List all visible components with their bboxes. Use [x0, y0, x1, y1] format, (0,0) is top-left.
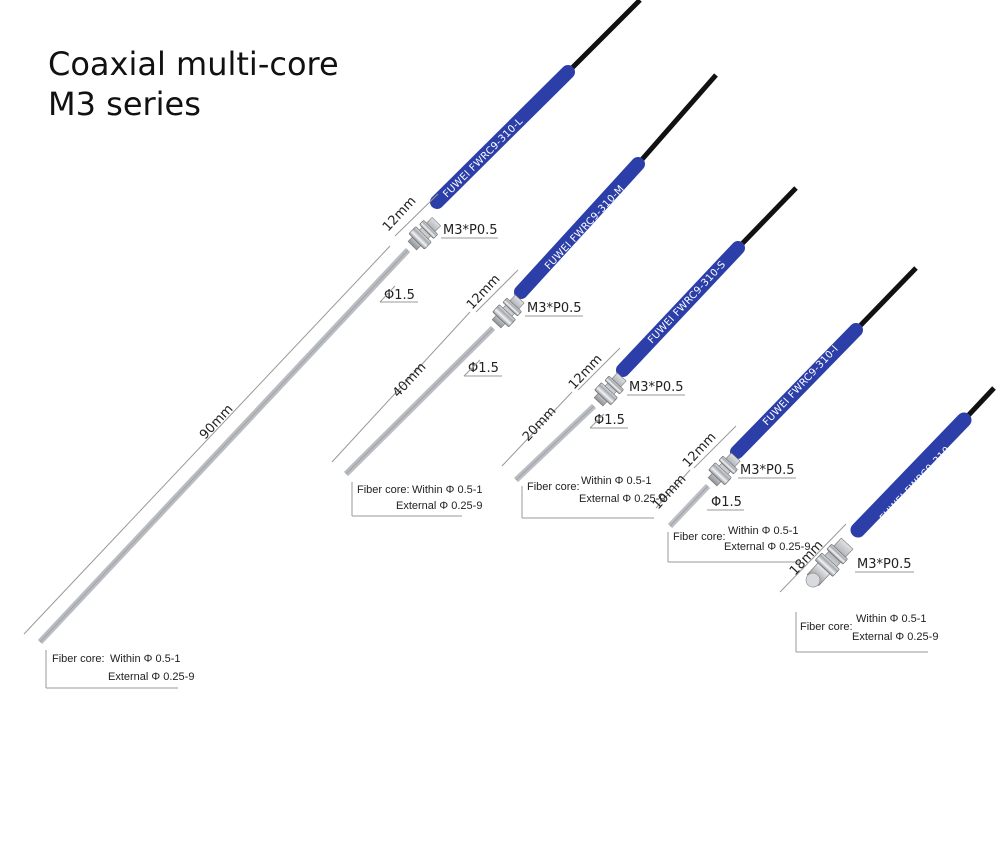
fiber-core-callout: Fiber core: Within Φ 0.5-1 External Φ 0.… — [795, 612, 938, 653]
fiber-core-callout: Fiber core: Within Φ 0.5-1 External Φ 0.… — [521, 475, 665, 519]
diameter: Φ1.5 — [384, 288, 415, 303]
fiber-core-label: Fiber core: — [357, 484, 410, 496]
cable — [854, 266, 918, 332]
blue-sleeve — [430, 65, 575, 209]
title-line-1: Coaxial multi-core — [48, 45, 339, 83]
fiber-core-external: External Φ 0.25-9 — [852, 631, 938, 643]
fiber-core-label: Fiber core: — [52, 653, 105, 665]
threaded-head — [491, 294, 525, 329]
cable — [566, 0, 642, 74]
diameter: Φ1.5 — [711, 495, 742, 510]
sensor-5: FUWEI FWRC9-310 18mm M3*P0.5 Fiber core:… — [779, 386, 996, 653]
cable — [736, 186, 798, 250]
fiber-core-within: Within Φ 0.5-1 — [412, 484, 483, 496]
model-label: FUWEI FWRC9-310 — [878, 445, 953, 524]
cable — [636, 73, 718, 166]
fiber-core-within: Within Φ 0.5-1 — [728, 525, 799, 537]
diameter: Φ1.5 — [468, 361, 499, 376]
blue-sleeve — [514, 157, 645, 299]
threaded-head — [593, 372, 627, 407]
model-label: FUWEI FWRC9-310-L — [441, 116, 525, 200]
fiber-core-external: External Φ 0.25-9 — [724, 541, 810, 553]
fiber-core-label: Fiber core: — [527, 481, 580, 493]
fiber-core-callout: Fiber core: Within Φ 0.5-1 External Φ 0.… — [667, 525, 810, 563]
blue-sleeve — [730, 323, 863, 459]
fiber-core-label: Fiber core: — [800, 621, 853, 633]
fiber-core-callout: Fiber core: Within Φ 0.5-1 External Φ 0.… — [351, 482, 483, 517]
fiber-core-external: External Φ 0.25-9 — [396, 500, 482, 512]
thread-spec: M3*P0.5 — [527, 301, 582, 316]
model-label: FUWEI FWRC9-310-S — [646, 259, 728, 346]
threaded-head — [707, 452, 741, 487]
page-title: Coaxial multi-core M3 series — [48, 44, 339, 124]
thread-spec: M3*P0.5 — [857, 557, 912, 572]
fiber-core-within: Within Φ 0.5-1 — [581, 475, 652, 487]
fiber-core-callout: Fiber core: Within Φ 0.5-1 External Φ 0.… — [45, 650, 194, 689]
model-label: FUWEI FWRC9-310-I — [761, 344, 841, 428]
sensor-1: FUWEI FWRC9-310-L 90mm 12mm M3*P0.5 Φ1.5… — [23, 0, 642, 689]
title-line-2: M3 series — [48, 85, 201, 123]
thread-spec: M3*P0.5 — [740, 463, 795, 478]
diameter: Φ1.5 — [594, 413, 625, 428]
threaded-head — [805, 537, 854, 588]
fiber-core-external: External Φ 0.25-9 — [108, 671, 194, 683]
fiber-core-external: External Φ 0.25-9 — [579, 493, 665, 505]
thread-spec: M3*P0.5 — [629, 380, 684, 395]
fiber-core-within: Within Φ 0.5-1 — [110, 653, 181, 665]
fiber-core-label: Fiber core: — [673, 531, 726, 543]
thread-spec: M3*P0.5 — [443, 223, 498, 238]
fiber-core-within: Within Φ 0.5-1 — [856, 613, 927, 625]
blue-sleeve — [850, 412, 972, 538]
blue-sleeve — [616, 241, 745, 377]
probe-length: 20mm — [520, 404, 560, 445]
model-label: FUWEI FWRC9-310-M — [543, 183, 627, 272]
threaded-head — [407, 216, 442, 251]
